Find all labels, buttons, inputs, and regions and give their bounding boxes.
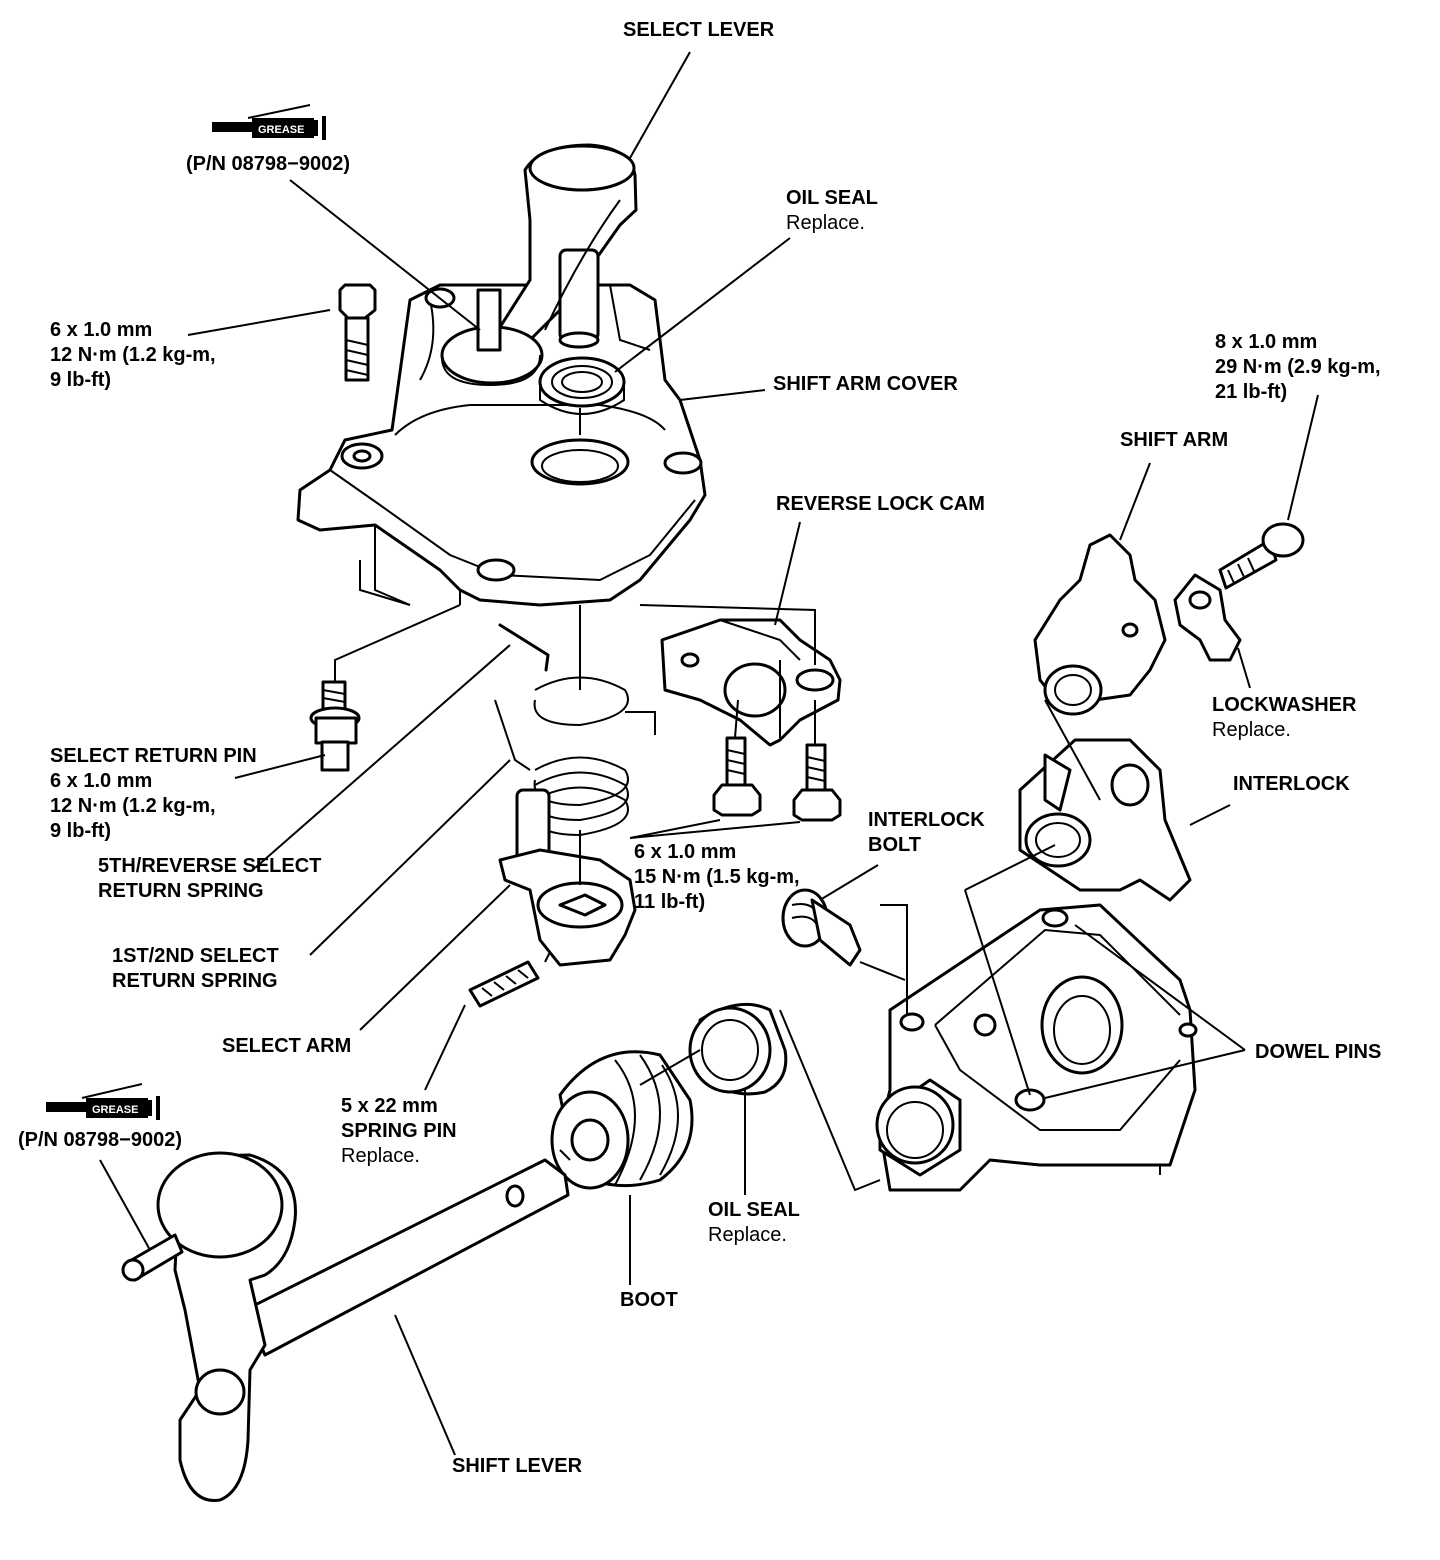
label-shift-lever: SHIFT LEVER bbox=[452, 1455, 583, 1477]
label-bolt-6x1-15nm: 6 x 1.0 mm 15 N·m (1.5 kg-m, 11 lb-ft) bbox=[634, 841, 800, 913]
bolt-8x1 bbox=[1218, 522, 1305, 590]
select-return-pin bbox=[309, 680, 361, 772]
label-bolt-8x1: 8 x 1.0 mm 29 N·m (2.9 kg-m, 21 lb-ft) bbox=[1215, 331, 1381, 403]
label-boot: BOOT bbox=[620, 1289, 678, 1311]
leader-lines bbox=[99, 51, 1319, 1456]
shift-lever bbox=[121, 1151, 570, 1502]
cam-bolt-left bbox=[712, 736, 762, 817]
label-shift-arm: SHIFT ARM bbox=[1120, 429, 1229, 451]
oil-seal-top bbox=[538, 356, 626, 415]
label-interlock: INTERLOCK bbox=[1233, 773, 1350, 795]
label-spring-pin: 5 x 22 mm SPRING PIN Replace. bbox=[341, 1095, 457, 1167]
label-first-second-spring: 1ST/2ND SELECT RETURN SPRING bbox=[112, 945, 279, 992]
label-grease-part-number-top: (P/N 08798−9002) bbox=[186, 153, 351, 175]
cam-bolt-right bbox=[792, 743, 842, 822]
label-fifth-reverse-spring: 5TH/REVERSE SELECT RETURN SPRING bbox=[98, 855, 322, 902]
label-dowel-pins: DOWEL PINS bbox=[1255, 1041, 1382, 1063]
label-select-arm: SELECT ARM bbox=[222, 1035, 352, 1057]
label-oil-seal-bottom: OIL SEAL Replace. bbox=[708, 1199, 800, 1246]
fifth-reverse-select-return-spring bbox=[498, 623, 656, 735]
grease-gun-icon-bottom: GREASE bbox=[46, 1083, 160, 1120]
reverse-lock-cam bbox=[660, 618, 842, 747]
bolt-6x1-top bbox=[338, 283, 377, 382]
label-lockwasher: LOCKWASHER Replace. bbox=[1212, 694, 1357, 741]
select-lever bbox=[440, 143, 638, 387]
interlock bbox=[1018, 738, 1192, 902]
grease-tag-top: GREASE bbox=[258, 124, 304, 136]
label-bolt-6x1-top: 6 x 1.0 mm 12 N·m (1.2 kg-m, 9 lb-ft) bbox=[50, 319, 216, 391]
label-select-return-pin: SELECT RETURN PIN 6 x 1.0 mm 12 N·m (1.2… bbox=[50, 745, 257, 842]
oil-seal-bottom bbox=[688, 1002, 788, 1096]
boot bbox=[550, 1050, 694, 1190]
select-arm bbox=[498, 788, 637, 967]
label-shift-arm-cover: SHIFT ARM COVER bbox=[773, 373, 958, 395]
label-grease-part-number-bottom: (P/N 08798−9002) bbox=[18, 1129, 183, 1151]
shift-arm bbox=[1033, 533, 1167, 716]
spring-pin bbox=[468, 960, 540, 1008]
grease-gun-icon-top: GREASE bbox=[212, 104, 326, 140]
grease-tag-bottom: GREASE bbox=[92, 1104, 138, 1116]
label-interlock-bolt: INTERLOCK BOLT bbox=[868, 809, 985, 856]
first-second-select-return-spring bbox=[494, 699, 629, 837]
label-reverse-lock-cam: REVERSE LOCK CAM bbox=[776, 493, 985, 515]
lockwasher bbox=[1173, 573, 1242, 662]
interlock-bolt bbox=[781, 888, 862, 967]
label-select-lever: SELECT LEVER bbox=[623, 19, 775, 41]
label-oil-seal-top: OIL SEAL Replace. bbox=[786, 187, 878, 234]
transmission-case bbox=[875, 903, 1198, 1192]
